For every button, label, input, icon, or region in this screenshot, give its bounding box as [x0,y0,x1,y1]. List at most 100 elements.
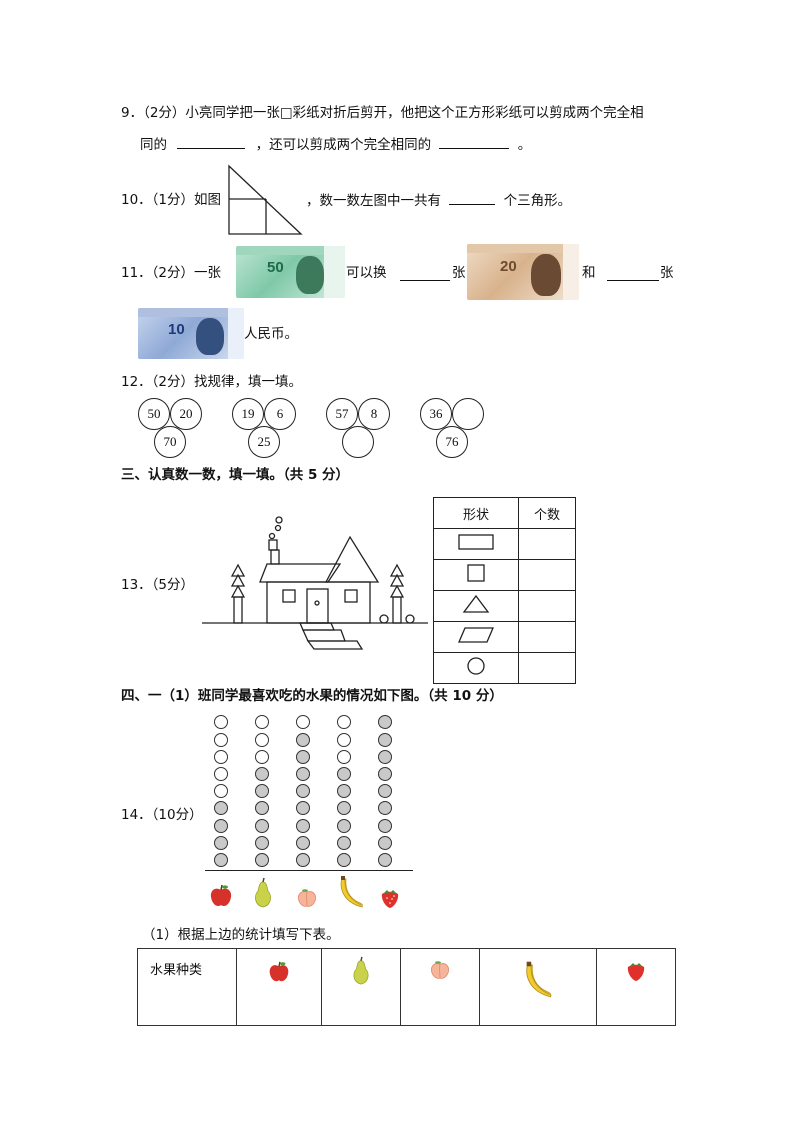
peach-icon [431,961,450,979]
pear-icon [255,877,271,908]
q11-blank-2[interactable] [607,266,659,281]
pictograph-dot [296,835,310,850]
q10-suffix: ，数一数左图中一共有 个三角形。 [306,190,571,211]
shape-count-table: 形状 个数 [433,497,576,684]
circle-top-right: 8 [358,398,390,430]
pictograph-dot [378,715,392,730]
pictograph-dot [296,784,310,799]
circle-top-right [452,398,484,430]
peach-icon [298,889,316,907]
q14-sub1: （1）根据上边的统计填写下表。 [142,927,340,943]
pictograph-dot [378,732,392,747]
pictograph-dot [214,715,228,730]
q9-blank-2[interactable] [439,134,510,149]
q11-text-a: 11．（2分）一张 [121,265,222,281]
pictograph-baseline [205,870,413,872]
section-4-title: 四、一（1）班同学最喜欢吃的水果的情况如下图。（共 10 分） [121,688,503,704]
strawberry-cell [596,948,676,1026]
pictograph-dot [378,818,392,833]
q9-line2: 同的 ，还可以剪成两个完全相同的 。 [140,134,531,155]
pictograph-dot [296,767,310,781]
triangle-count-cell[interactable] [518,590,576,622]
pictograph-dot [255,749,269,764]
circle-bottom: 76 [436,426,468,458]
banknote-10-image: 10 [138,308,244,359]
circle-bottom: 70 [154,426,186,458]
pictograph-dot [296,732,310,747]
q10-text-b: 个三角形。 [503,193,572,209]
pictograph-dot [214,749,228,764]
parallelogram-count-cell[interactable] [518,621,576,653]
q11-text-e: 张 [660,265,674,281]
pictograph-dot [337,853,351,867]
pictograph-dot [337,835,351,850]
banana-icon [340,876,363,908]
q11-text-f: 人民币。 [244,326,298,342]
circle-top-left: 57 [326,398,358,430]
banknote-10-value: 10 [168,321,185,338]
pictograph-dot [378,749,392,764]
banana-icon [526,961,552,998]
circle-top-left: 36 [420,398,452,430]
q11-blank-1[interactable] [400,266,450,281]
pictograph-dot [296,818,310,833]
pictograph-dot [255,835,269,850]
circle-bottom [342,426,374,458]
pictograph-dot [214,853,228,867]
q11-text-b: 可以换 [346,265,387,281]
pictograph-dot [296,715,310,730]
pictograph-dot [214,801,228,816]
pictograph-dot [337,715,351,730]
pictograph-dot [296,749,310,764]
q14-label: 14．（10分） [121,807,203,823]
fruit-type-label: 水果种类 [137,948,237,1026]
apple-cell [235,948,323,1026]
circle-bottom: 25 [248,426,280,458]
q10-prefix: 10．（1分）如图 [121,192,222,208]
pictograph-dot [255,767,269,781]
pictograph-dot [296,853,310,867]
circle-top-left: 19 [232,398,264,430]
banana-cell [479,948,598,1026]
q9-text-b: ，还可以剪成两个完全相同的 [255,137,432,153]
q12-title: 12．（2分）找规律，填一填。 [121,374,303,390]
circle-count-cell[interactable] [518,652,576,684]
pictograph-dot [255,784,269,799]
square-icon [433,559,519,591]
fruit-count-table: 水果种类 [137,948,676,1026]
square-count-cell[interactable] [518,559,576,591]
pictograph-dot [255,801,269,816]
q10-text-a: ，数一数左图中一共有 [306,193,441,209]
q11-text-c: 张 [452,265,466,281]
strawberry-icon [627,963,645,981]
q9-blank-1[interactable] [177,134,246,149]
section-3-title: 三、认真数一数，填一填。（共 5 分） [121,467,350,483]
pictograph-dot [337,749,351,764]
pictograph-dot [378,784,392,799]
pictograph-dot [255,818,269,833]
circle-top-right: 20 [170,398,202,430]
q10-triangle-figure [228,164,303,235]
pictograph-dot [296,801,310,816]
parallelogram-icon [433,621,519,653]
pictograph-dot [337,801,351,816]
apple-icon [210,884,232,907]
pear-cell [321,948,402,1026]
pictograph-dot [378,767,392,781]
pictograph-dot [214,818,228,833]
banknote-50-value: 50 [267,259,284,276]
banknote-50-image: 50 [236,246,345,298]
q9-text-a: 同的 [140,137,167,153]
q11-text-d: 和 [582,265,596,281]
house-scene-figure [202,516,428,650]
count-header: 个数 [518,497,576,529]
pictograph-dot [255,853,269,867]
q10-blank[interactable] [449,190,496,205]
rectangle-count-cell[interactable] [518,528,576,560]
circle-top-right: 6 [264,398,296,430]
circle-icon [433,652,519,684]
peach-cell [400,948,481,1026]
pictograph-dot [214,767,228,781]
pear-icon [353,956,369,985]
pictograph-dot [378,853,392,867]
